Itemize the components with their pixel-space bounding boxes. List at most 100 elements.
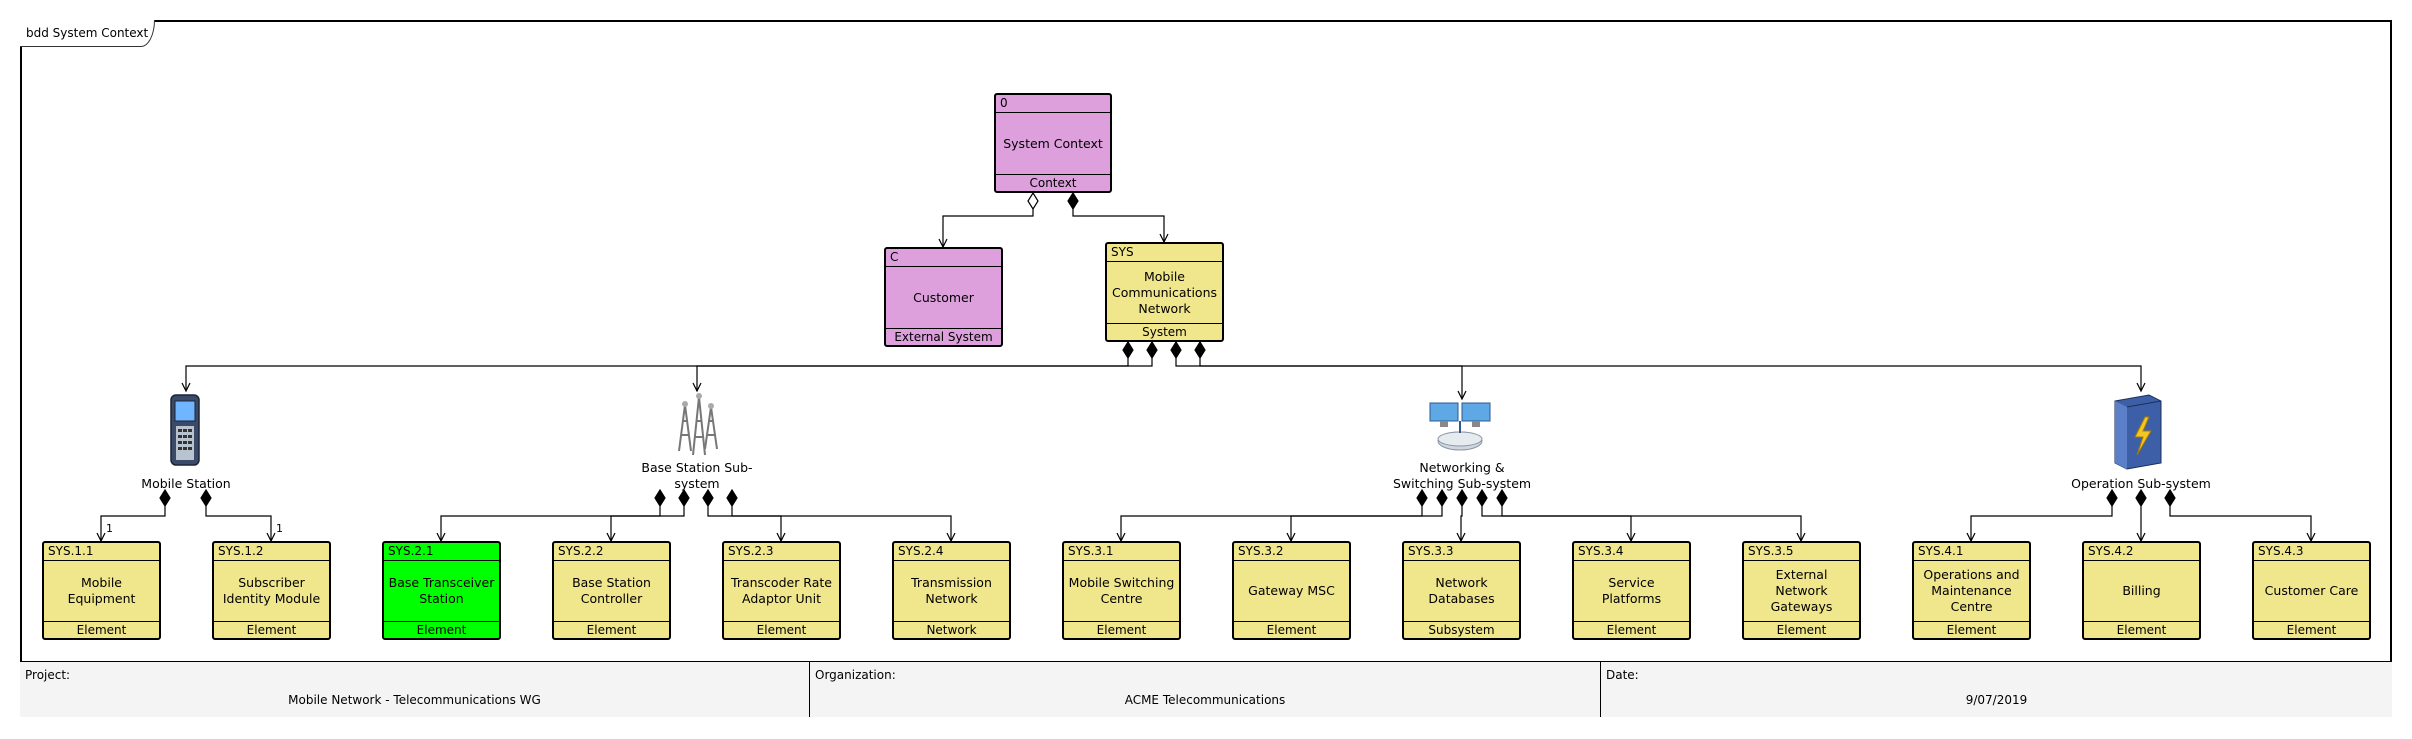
block-name: Network Databases	[1428, 575, 1495, 606]
mobile-phone-icon	[170, 394, 200, 466]
date-label: Date:	[1606, 668, 1639, 682]
block-name: Customer	[913, 289, 974, 305]
block-name: Mobile Equipment	[67, 575, 136, 606]
block-name: Gateway MSC	[1248, 583, 1335, 598]
arrowhead	[2136, 382, 2146, 393]
composition-diamond	[200, 488, 212, 508]
block-stereotype: Element	[214, 621, 329, 638]
subsystem-label-operation: Operation Sub-system	[2071, 476, 2211, 491]
block-name: Operations and Maintenance Centre	[1923, 567, 2020, 614]
project-cell: Project: Mobile Network - Telecommunicat…	[20, 662, 810, 717]
organization-value: ACME Telecommunications	[1124, 693, 1286, 707]
block-id: SYS.4.3	[2254, 543, 2369, 561]
block-id: SYS.4.1	[1914, 543, 2029, 561]
connector-ss2-child	[707, 506, 782, 541]
block-stereotype: Element	[1744, 621, 1859, 638]
title-block: Project: Mobile Network - Telecommunicat…	[20, 661, 2392, 717]
block-name: Billing	[2122, 583, 2161, 598]
connector-root-sys	[1072, 209, 1165, 242]
network-switch-icon	[1429, 402, 1491, 451]
connector-sys-ss2	[696, 358, 1153, 391]
composition-diamond	[1496, 488, 1508, 508]
connector-ss3-child	[1481, 506, 1632, 541]
block-name: Mobile Communications Network	[1111, 268, 1218, 316]
block-stereotype: Element	[1914, 621, 2029, 638]
block-id: SYS.3.4	[1574, 543, 1689, 561]
organization-label: Organization:	[815, 668, 896, 682]
block-stereotype: Element	[724, 621, 839, 638]
block-stereotype: Element	[44, 621, 159, 638]
composition-diamond	[1416, 488, 1428, 508]
arrowhead	[1457, 390, 1467, 401]
block-id: SYS.3.3	[1404, 543, 1519, 561]
block-stereotype: Element	[2084, 621, 2199, 638]
block-stereotype: Element	[554, 621, 669, 638]
block-name: Base Transceiver Station	[388, 575, 495, 606]
connector-ss2-child	[731, 506, 952, 541]
subsystem-label-networking-switching: Networking & Switching Sub-system	[1392, 460, 1532, 491]
composition-diamond	[1146, 340, 1158, 360]
block-stereotype: Element	[1574, 621, 1689, 638]
block-id: SYS.1.2	[214, 543, 329, 561]
block-name: External Network Gateways	[1770, 567, 1833, 614]
composition-diamond	[159, 488, 171, 508]
connector-ss3-child	[1501, 506, 1802, 541]
block-id: SYS.2.3	[724, 543, 839, 561]
composition-diamond	[1476, 488, 1488, 508]
composition-diamond	[654, 488, 666, 508]
block-stereotype: Subsystem	[1404, 621, 1519, 638]
composition-diamond	[1436, 488, 1448, 508]
block-id: SYS.2.1	[384, 543, 499, 561]
block-id: SYS.3.5	[1744, 543, 1859, 561]
composition-diamond	[1456, 488, 1468, 508]
connector-sys-ss1	[185, 358, 1129, 391]
composition-diamond	[2106, 488, 2118, 508]
block-stereotype: Network	[894, 621, 1009, 638]
block-id: SYS.3.2	[1234, 543, 1349, 561]
composition-diamond	[1122, 340, 1134, 360]
connector-ss3-child	[1120, 506, 1423, 541]
frame-title: bdd System Context	[20, 20, 156, 47]
composition-diamond	[1170, 340, 1182, 360]
connector-root-customer	[942, 209, 1034, 247]
connector-ss3-child	[1460, 506, 1463, 541]
block-id: SYS.1.1	[44, 543, 159, 561]
block-name: Service Platforms	[1601, 575, 1662, 606]
project-label: Project:	[25, 668, 71, 682]
date-value: 9/07/2019	[1965, 693, 2028, 707]
block-name: Customer Care	[2264, 583, 2359, 598]
connector-sys-ss4	[1199, 358, 2142, 391]
multiplicity-label: 1	[106, 522, 113, 535]
composition-diamond	[678, 488, 690, 508]
organization-cell: Organization: ACME Telecommunications	[810, 662, 1601, 717]
block-id: SYS.2.2	[554, 543, 669, 561]
block-id: 0	[996, 95, 1110, 113]
block-name: Subscriber Identity Module	[222, 575, 321, 606]
block-stereotype: Context	[996, 174, 1110, 191]
connector-sys-ss3	[1175, 358, 1463, 399]
block-id: C	[886, 249, 1001, 267]
connector-ss2-child	[440, 506, 661, 541]
composition-diamond	[2164, 488, 2176, 508]
block-stereotype: Element	[384, 621, 499, 638]
block-stereotype: Element	[2254, 621, 2369, 638]
block-stereotype: External System	[886, 328, 1001, 345]
